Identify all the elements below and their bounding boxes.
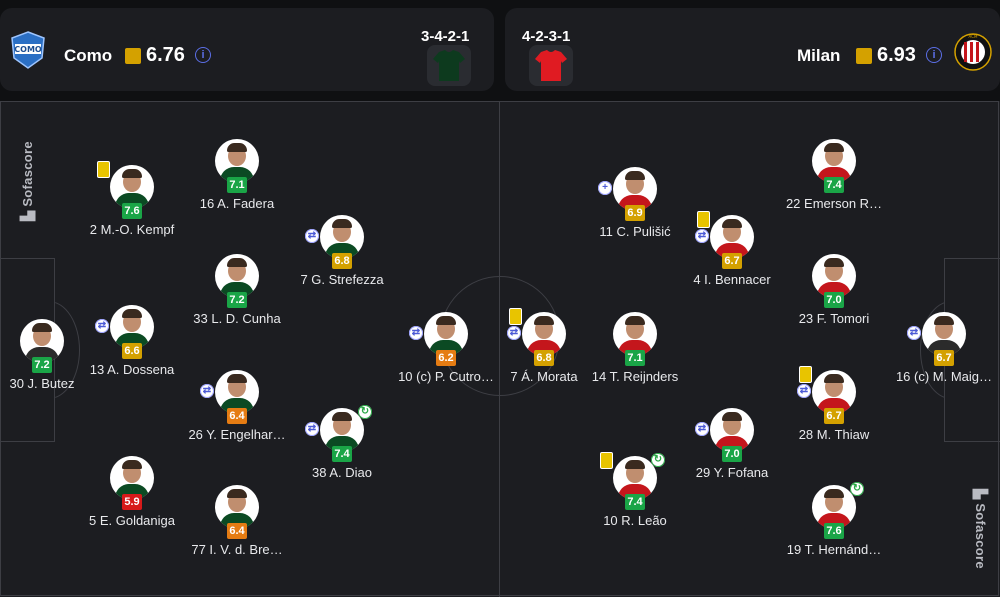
player-rating: 7.4 xyxy=(332,446,352,462)
sofascore-logo-icon: ▙ xyxy=(972,489,988,504)
player-rating: 5.9 xyxy=(122,494,142,510)
home-team-rating: 6.76 xyxy=(146,44,185,66)
substitution-icon: ⇄ xyxy=(797,384,811,398)
info-icon[interactable]: i xyxy=(926,47,942,63)
substitution-icon: ⇄ xyxy=(95,319,109,333)
player-avatar[interactable] xyxy=(812,139,856,183)
como-logo-icon: COMO xyxy=(11,31,45,69)
sofascore-watermark-left: ▙ Sofascore xyxy=(19,141,35,221)
goal-icon: ↻ xyxy=(651,453,665,467)
player-rating: 6.9 xyxy=(625,205,645,221)
player-rating: 7.2 xyxy=(32,357,52,373)
player-name[interactable]: 26 Y. Engelhar… xyxy=(188,427,286,442)
player-name[interactable]: 29 Y. Fofana xyxy=(695,465,769,480)
player-avatar[interactable] xyxy=(215,254,259,298)
player-rating: 6.6 xyxy=(122,343,142,359)
player-name[interactable]: 4 I. Bennacer xyxy=(693,272,771,287)
svg-text:COMO: COMO xyxy=(14,45,42,54)
away-team-rating: 6.93 xyxy=(877,44,916,66)
rating-badge-icon xyxy=(125,48,141,64)
player-rating: 7.6 xyxy=(122,203,142,219)
goal-icon: ↻ xyxy=(850,482,864,496)
player-avatar[interactable] xyxy=(110,165,154,209)
player-name[interactable]: 33 L. D. Cunha xyxy=(193,311,281,326)
yellow-card-icon xyxy=(509,308,522,325)
substitution-icon: ⇄ xyxy=(695,422,709,436)
player-avatar[interactable] xyxy=(613,167,657,211)
player-rating: 6.7 xyxy=(824,408,844,424)
player-rating: 7.2 xyxy=(227,292,247,308)
substitution-icon: ⇄ xyxy=(695,229,709,243)
substitution-icon: ⇄ xyxy=(409,326,423,340)
player-rating: 6.2 xyxy=(436,350,456,366)
away-team-header: 4-2-3-1 Milan 6.93 i ACM xyxy=(505,8,1000,91)
player-name[interactable]: 38 A. Diao xyxy=(312,465,372,480)
player-rating: 7.4 xyxy=(824,177,844,193)
player-avatar[interactable] xyxy=(215,485,259,529)
player-avatar[interactable] xyxy=(320,408,364,452)
player-name[interactable]: 2 M.-O. Kempf xyxy=(89,222,175,237)
player-rating: 7.1 xyxy=(227,177,247,193)
home-team-header: COMO Como 6.76 i 3-4-2-1 xyxy=(0,8,494,91)
goal-icon: ↻ xyxy=(358,405,372,419)
player-rating: 6.4 xyxy=(227,408,247,424)
away-kit-icon xyxy=(529,45,573,86)
player-name[interactable]: 11 C. Pulišić xyxy=(599,224,671,239)
player-rating: 6.4 xyxy=(227,523,247,539)
player-rating: 7.4 xyxy=(625,494,645,510)
substitution-icon: ⇄ xyxy=(907,326,921,340)
sofascore-logo-icon: ▙ xyxy=(19,206,35,221)
yellow-card-icon xyxy=(799,366,812,383)
yellow-card-icon xyxy=(97,161,110,178)
yellow-card-icon xyxy=(697,211,710,228)
player-rating: 7.6 xyxy=(824,523,844,539)
player-name[interactable]: 10 R. Leão xyxy=(603,513,667,528)
player-name[interactable]: 19 T. Hernánd… xyxy=(786,542,882,557)
player-name[interactable]: 10 (c) P. Cutro… xyxy=(398,369,494,384)
player-rating: 7.0 xyxy=(824,292,844,308)
player-name[interactable]: 22 Emerson R… xyxy=(785,196,883,211)
player-rating: 6.8 xyxy=(332,253,352,269)
player-rating: 7.1 xyxy=(625,350,645,366)
player-name[interactable]: 7 G. Strefezza xyxy=(300,272,384,287)
milan-logo-icon: ACM xyxy=(954,33,992,71)
away-formation: 4-2-3-1 xyxy=(522,28,571,45)
svg-text:ACM: ACM xyxy=(969,34,978,39)
player-name[interactable]: 16 (c) M. Maig… xyxy=(895,369,993,384)
player-name[interactable]: 16 A. Fadera xyxy=(199,196,275,211)
substitution-icon: ⇄ xyxy=(305,422,319,436)
player-name[interactable]: 30 J. Butez xyxy=(9,376,75,391)
player-name[interactable]: 77 I. V. d. Bre… xyxy=(191,542,283,557)
player-rating: 6.7 xyxy=(934,350,954,366)
away-team-name[interactable]: Milan xyxy=(797,46,841,65)
player-avatar[interactable] xyxy=(110,305,154,349)
player-rating: 7.0 xyxy=(722,446,742,462)
sofascore-watermark-right: ▙ Sofascore xyxy=(972,489,988,569)
substitution-icon: ⇄ xyxy=(200,384,214,398)
player-name[interactable]: 7 Á. Morata xyxy=(510,369,578,384)
pitch: ▙ Sofascore ▙ Sofascore 7.2 30 J. Butez 7.… xyxy=(0,101,1000,597)
player-name[interactable]: 28 M. Thiaw xyxy=(798,427,870,442)
home-team-name[interactable]: Como xyxy=(64,46,113,65)
substitution-icon: ⇄ xyxy=(305,229,319,243)
rating-badge-icon xyxy=(856,48,872,64)
substitution-icon: + xyxy=(598,181,612,195)
player-name[interactable]: 13 A. Dossena xyxy=(89,362,175,377)
player-name[interactable]: 5 E. Goldaniga xyxy=(88,513,175,528)
player-name[interactable]: 14 T. Reijnders xyxy=(591,369,679,384)
substitution-icon: ⇄ xyxy=(507,326,521,340)
player-name[interactable]: 23 F. Tomori xyxy=(798,311,870,326)
player-rating: 6.7 xyxy=(722,253,742,269)
home-kit-icon xyxy=(427,45,471,86)
player-avatar[interactable] xyxy=(710,215,754,259)
player-avatar[interactable] xyxy=(613,456,657,500)
info-icon[interactable]: i xyxy=(195,47,211,63)
player-avatar[interactable] xyxy=(215,370,259,414)
player-rating: 6.8 xyxy=(534,350,554,366)
yellow-card-icon xyxy=(600,452,613,469)
player-avatar[interactable] xyxy=(320,215,364,259)
home-formation: 3-4-2-1 xyxy=(421,28,470,45)
